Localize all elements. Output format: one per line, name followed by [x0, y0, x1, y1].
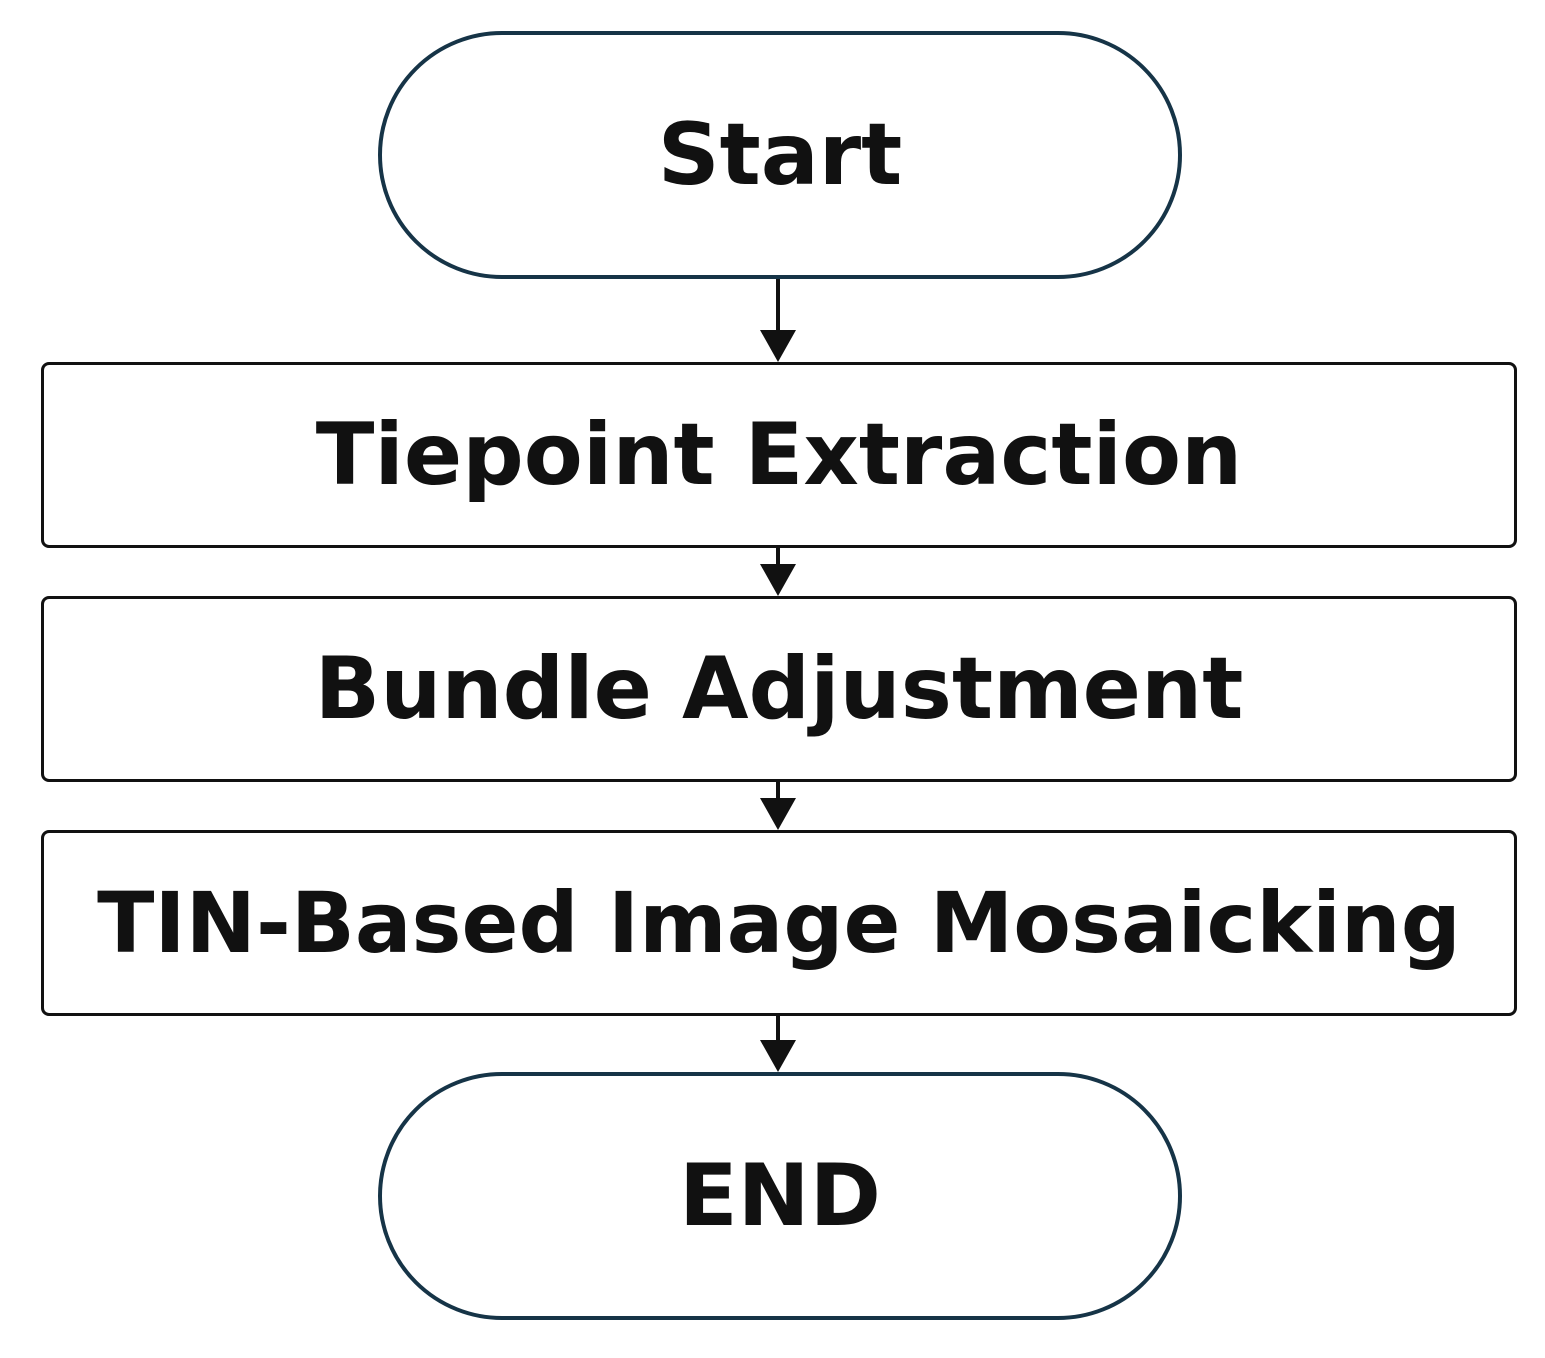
step-label: Bundle Adjustment — [314, 639, 1244, 739]
process-step-bundle-adjustment: Bundle Adjustment — [41, 596, 1517, 782]
process-step-tiepoint-extraction: Tiepoint Extraction — [41, 362, 1517, 548]
step-label: Tiepoint Extraction — [315, 405, 1243, 505]
end-terminal: END — [378, 1072, 1182, 1320]
arrowhead-tiepoint-to-bundle — [760, 564, 796, 596]
process-step-tin-based-image-mosaicking: TIN-Based Image Mosaicking — [41, 830, 1517, 1016]
arrowhead-start-to-tiepoint — [760, 330, 796, 362]
arrowhead-bundle-to-tin — [760, 798, 796, 830]
step-label: TIN-Based Image Mosaicking — [97, 874, 1461, 972]
end-label: END — [678, 1146, 882, 1246]
start-label: Start — [657, 105, 903, 205]
start-terminal: Start — [378, 31, 1182, 279]
arrowhead-tin-to-end — [760, 1040, 796, 1072]
